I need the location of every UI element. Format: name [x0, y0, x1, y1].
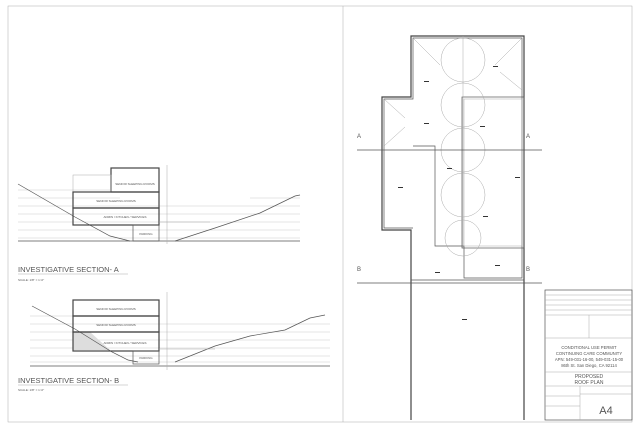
section-a-title: INVESTIGATIVE SECTION- A — [18, 265, 119, 274]
section-b: SENIOR SLEEPING ROOMS SENIOR SLEEPING RO… — [18, 292, 330, 392]
roof-drain-arrows — [398, 66, 520, 320]
title-block: CONDITIONAL USE PERMIT CONTINUING CARE C… — [544, 289, 633, 421]
section-marker-b-left: B — [357, 267, 361, 273]
project-address: 86th St. San Diego, CA 92114 — [561, 363, 617, 368]
roof-plan-outline — [381, 35, 525, 420]
section-a-room-label: ADMIN / KITCHEN / SERVICES — [104, 215, 147, 219]
section-a-parking — [132, 224, 160, 242]
section-a-grade-left — [17, 183, 131, 242]
section-marker-a-right: A — [526, 134, 530, 140]
section-marker-a-left: A — [357, 134, 361, 140]
section-b-room-label: SENIOR SLEEPING ROOMS — [96, 323, 136, 327]
section-a-grade-right — [174, 194, 301, 242]
section-a-upper-block — [110, 167, 160, 193]
section-a-room-label: PARKING — [139, 232, 153, 236]
section-b-room-label: PARKING — [139, 356, 153, 360]
project-line: CONDITIONAL USE PERMIT — [561, 345, 617, 350]
section-b-parking — [132, 350, 160, 365]
sheet-title: PROPOSED — [575, 374, 604, 380]
section-a-scale: SCALE: 1/8" = 1'-0" — [18, 278, 44, 282]
section-b-grade-left — [31, 305, 139, 363]
section-a-outline-block — [72, 174, 112, 193]
sheet-border — [7, 5, 633, 423]
sheet-subtitle: ROOF PLAN — [575, 380, 604, 386]
section-b-floor-1 — [72, 331, 160, 352]
section-a-room-label: SENIOR SLEEPING ROOMS — [96, 199, 136, 203]
roof-plan-right-wing — [461, 96, 525, 249]
section-a: SENIOR SLEEPING ROOMS SENIOR SLEEPING RO… — [17, 165, 301, 282]
roof-plan-inner-outline — [383, 37, 523, 279]
section-b-title: INVESTIGATIVE SECTION- B — [18, 376, 119, 385]
section-b-room-label: ADMIN / KITCHEN / SERVICES — [104, 341, 147, 345]
roof-plan: A B A B — [357, 35, 542, 420]
section-a-floor-1 — [72, 207, 160, 226]
section-b-room-label: SENIOR SLEEPING ROOMS — [96, 307, 136, 311]
sheet-number: A4 — [599, 405, 612, 417]
section-a-room-label: SENIOR SLEEPING ROOMS — [115, 182, 155, 186]
section-b-scale: SCALE: 1/8" = 1'-0" — [18, 388, 44, 392]
section-marker-b-right: B — [526, 267, 530, 273]
section-b-fill-area — [73, 332, 110, 350]
roof-slope-lines — [383, 37, 523, 257]
project-line: CONTINUING CARE COMMUNITY — [556, 351, 623, 356]
section-b-grade-right — [174, 314, 326, 363]
project-apn: APN: 549-031-16-00, 549-031-15-00 — [555, 357, 624, 362]
